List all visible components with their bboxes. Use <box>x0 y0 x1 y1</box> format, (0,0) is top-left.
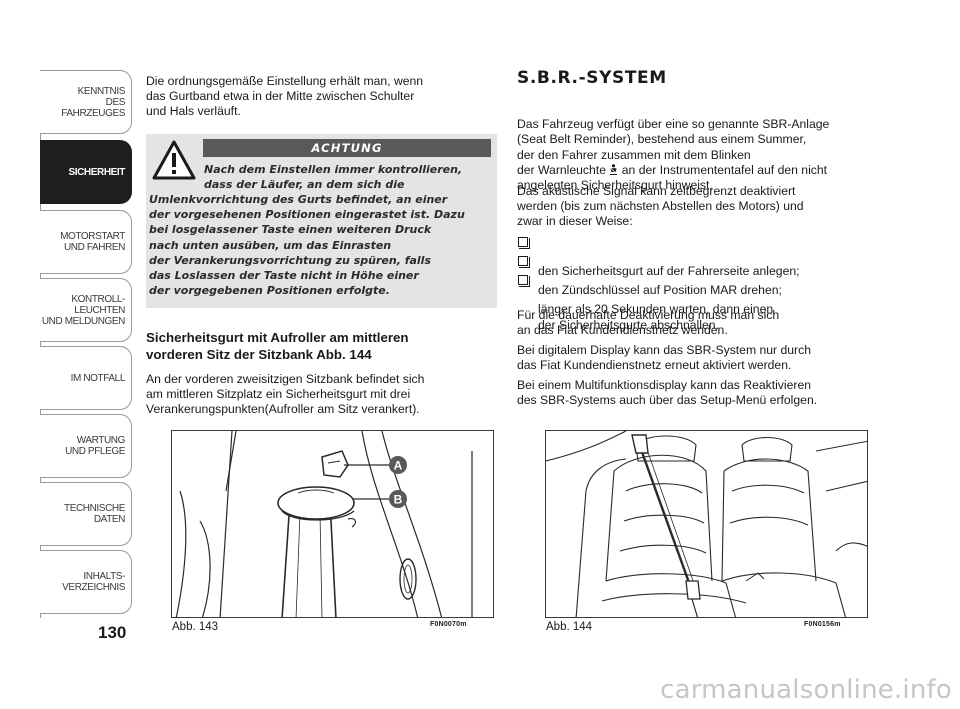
tab-motorstart[interactable]: MOTORSTART UND FAHREN <box>40 210 132 274</box>
tab-sicherheit[interactable]: SICHERHEIT <box>40 140 132 204</box>
seatbelt-warning-icon <box>610 164 618 175</box>
warning-text-body: Umlenkvorrichtung des Gurts befindet, an… <box>149 193 465 298</box>
tab-kontrolleuchten[interactable]: KONTROLL- LEUCHTEN UND MELDUNGEN <box>40 278 132 342</box>
tab-kenntnis[interactable]: KENNTNIS DES FAHRZEUGES <box>40 70 132 134</box>
belt-anchor-illustration: A B <box>175 431 473 617</box>
warning-header: ACHTUNG <box>203 139 491 157</box>
sbr-multifunction-paragraph: Bei einem Multifunktionsdisplay kann das… <box>517 378 818 408</box>
sbr-digital-paragraph: Bei digitalem Display kann das SBR-Syste… <box>517 343 811 373</box>
sbr-intro-part2: an der Instrumententafel auf den nicht a… <box>517 162 828 193</box>
tab-technische-daten[interactable]: TECHNISCHE DATEN <box>40 482 132 546</box>
checkbox-bullet-icon <box>518 237 530 249</box>
intro-text: Die ordnungsgemäße Einstellung erhält ma… <box>146 74 424 119</box>
svg-text:A: A <box>394 459 403 473</box>
callout-a: A <box>389 456 407 474</box>
warning-box <box>146 134 497 308</box>
list-item-text: den Zündschlüssel auf Position MAR drehe… <box>538 283 782 298</box>
figure-143-code: F0N0070m <box>430 621 467 628</box>
tab-inhaltsverzeichnis[interactable]: INHALTS- VERZEICHNIS <box>40 550 132 614</box>
figure-143: A B <box>171 430 494 618</box>
callout-b: B <box>389 490 407 508</box>
warning-text-top: Nach dem Einstellen immer kontrollieren,… <box>204 163 463 192</box>
list-item: den Zündschlüssel auf Position MAR drehe… <box>517 253 872 299</box>
page-number: 130 <box>98 623 127 642</box>
figure-143-caption: Abb. 143 <box>172 621 219 633</box>
sbr-intro-paragraph: Das Fahrzeug verfügt über eine so genann… <box>517 102 872 193</box>
figure-144 <box>545 430 868 618</box>
tab-wartung[interactable]: WARTUNG UND PFLEGE <box>40 414 132 478</box>
warning-triangle-icon <box>152 140 196 180</box>
figure-144-caption: Abb. 144 <box>546 621 593 633</box>
svg-text:B: B <box>394 493 403 507</box>
site-watermark: carmanualsonline.info <box>660 675 952 705</box>
tab-spine <box>40 70 41 618</box>
sbr-intro-part1: Das Fahrzeug verfügt über eine so genann… <box>517 117 830 177</box>
list-item: länger als 20 Sekunden warten, dann eine… <box>517 272 872 333</box>
sbr-permanent-paragraph: Für die dauerhafte Deaktivierung muss ma… <box>517 308 780 338</box>
list-item-text: den Sicherheitsgurt auf der Fahrerseite … <box>538 264 800 279</box>
figure-144-code: F0N0156m <box>804 621 841 628</box>
seat-belt-illustration <box>546 431 867 617</box>
tab-notfall[interactable]: IM NOTFALL <box>40 346 132 410</box>
sbr-deactivate-paragraph: Das akustische Signal kann zeitbegrenzt … <box>517 184 804 229</box>
checkbox-bullet-icon <box>518 256 530 268</box>
list-item-text: länger als 20 Sekunden warten, dann eine… <box>538 302 774 332</box>
section-heading: Sicherheitsgurt mit Aufroller am mittler… <box>146 330 409 362</box>
section-body: An der vorderen zweisitzigen Sitzbank be… <box>146 372 425 417</box>
checkbox-bullet-icon <box>518 275 530 287</box>
sbr-title: S.B.R.-SYSTEM <box>517 68 667 88</box>
list-item: den Sicherheitsgurt auf der Fahrerseite … <box>517 234 872 280</box>
